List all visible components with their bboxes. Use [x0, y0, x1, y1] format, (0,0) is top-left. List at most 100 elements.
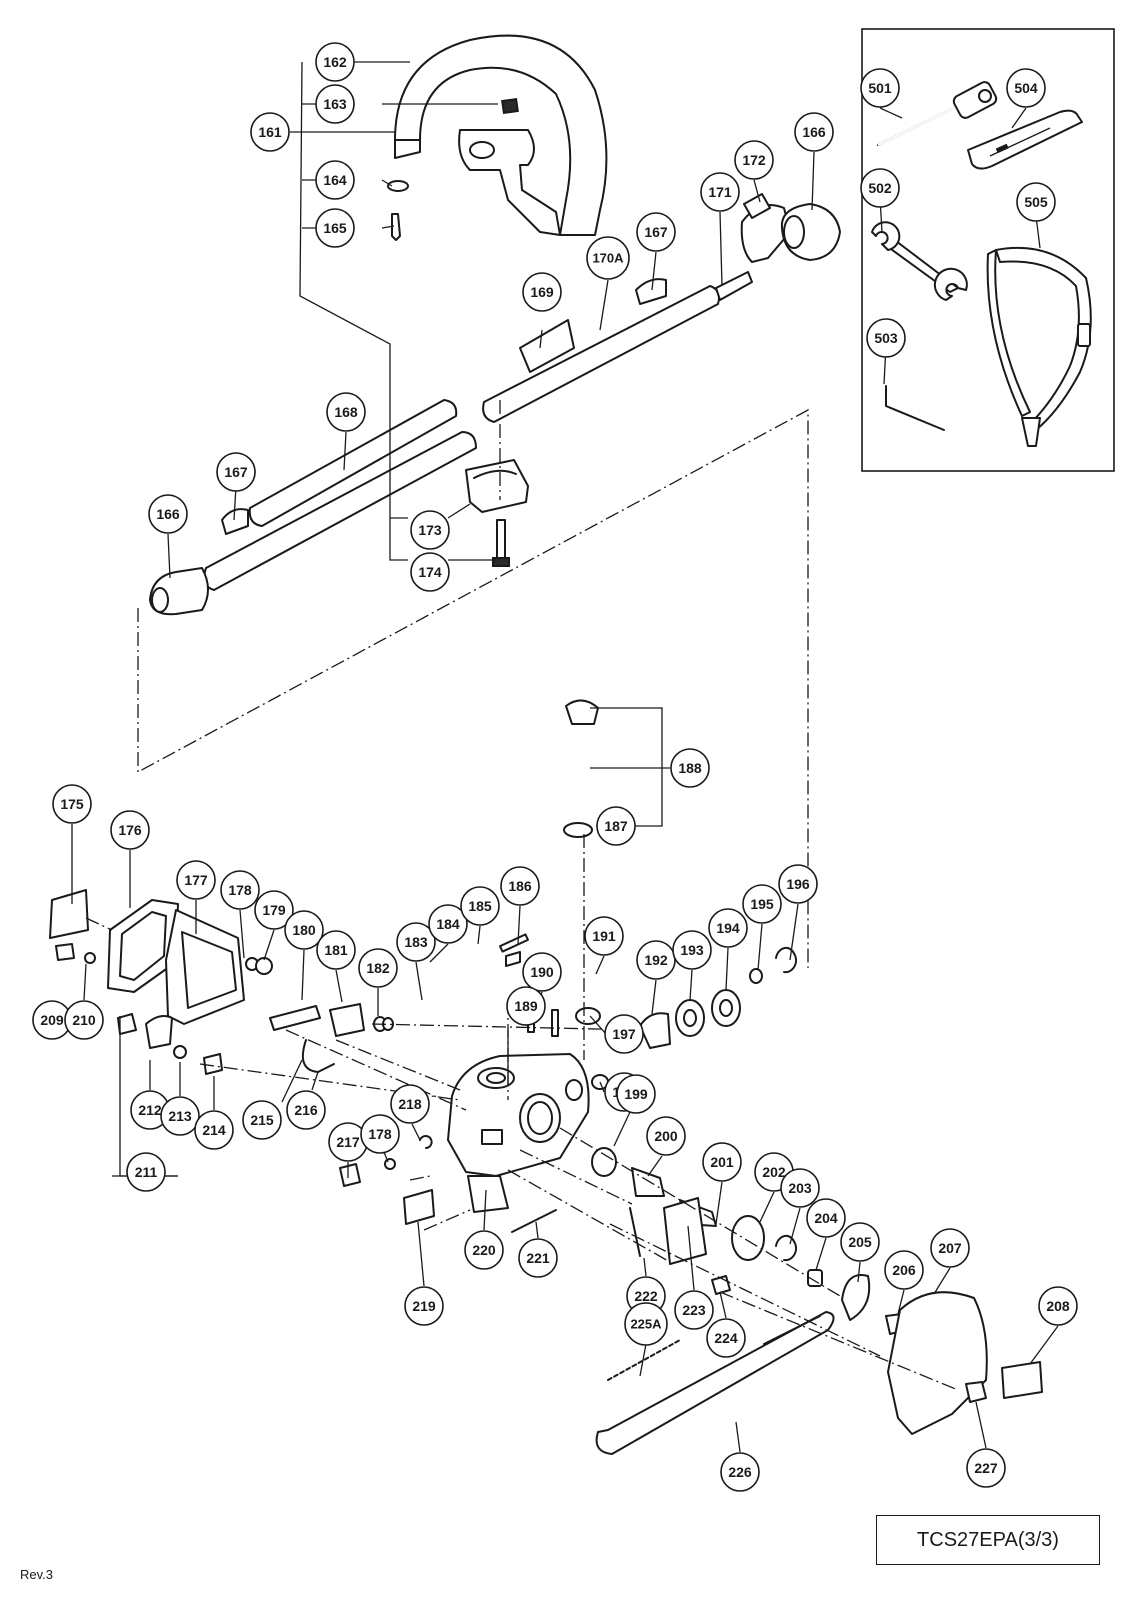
callout-199: 199 [616, 1074, 656, 1114]
callout-186: 186 [500, 866, 540, 906]
svg-text:178: 178 [368, 1126, 392, 1142]
svg-text:175: 175 [60, 796, 84, 812]
lower-shaft-drawing [149, 399, 477, 616]
svg-text:224: 224 [714, 1330, 738, 1346]
svg-text:199: 199 [624, 1086, 648, 1102]
svg-text:208: 208 [1046, 1298, 1070, 1314]
svg-text:165: 165 [323, 220, 347, 236]
callout-178-lower: 178 [360, 1114, 400, 1154]
callout-162: 162 [315, 42, 355, 82]
svg-text:176: 176 [118, 822, 142, 838]
svg-text:191: 191 [592, 928, 616, 944]
svg-text:502: 502 [868, 180, 892, 196]
svg-text:186: 186 [508, 878, 532, 894]
svg-text:205: 205 [848, 1234, 872, 1250]
svg-text:215: 215 [250, 1112, 274, 1128]
svg-text:220: 220 [472, 1242, 496, 1258]
callout-184: 184 [428, 904, 468, 944]
svg-text:202: 202 [762, 1164, 786, 1180]
svg-text:219: 219 [412, 1298, 436, 1314]
callout-172: 172 [734, 140, 774, 180]
svg-text:211: 211 [135, 1164, 158, 1180]
svg-text:197: 197 [612, 1026, 636, 1042]
svg-text:221: 221 [526, 1250, 550, 1266]
svg-text:217: 217 [336, 1134, 360, 1150]
svg-text:226: 226 [728, 1464, 752, 1480]
callout-166-lower: 166 [148, 494, 188, 534]
sprocket-cover-drawing [887, 1291, 1043, 1435]
callout-167: 167 [636, 212, 676, 252]
model-label: TCS27EPA(3/3) [876, 1515, 1100, 1565]
callout-224: 224 [706, 1318, 746, 1358]
callout-167-lower: 167 [216, 452, 256, 492]
svg-text:172: 172 [742, 152, 766, 168]
callout-208: 208 [1038, 1286, 1078, 1326]
callout-210: 210 [64, 1000, 104, 1040]
callout-503: 503 [866, 318, 906, 358]
callout-165: 165 [315, 208, 355, 248]
svg-text:166: 166 [156, 506, 180, 522]
callout-203: 203 [780, 1168, 820, 1208]
svg-text:209: 209 [40, 1012, 64, 1028]
callout-504: 504 [1006, 68, 1046, 108]
svg-text:169: 169 [530, 284, 554, 300]
leader-lines [71, 61, 1059, 1453]
callout-205: 205 [840, 1222, 880, 1262]
sprocket-bearings-drawing [575, 947, 907, 1335]
callout-188: 188 [670, 748, 710, 788]
callout-181: 181 [316, 930, 356, 970]
assembly-lines [85, 400, 959, 1391]
callout-204: 204 [806, 1198, 846, 1238]
callout-216: 216 [286, 1090, 326, 1130]
svg-text:185: 185 [468, 898, 492, 914]
handle-clamp-drawing [465, 459, 529, 567]
callout-175: 175 [52, 784, 92, 824]
svg-text:181: 181 [324, 942, 348, 958]
box-wrench-drawing [877, 81, 998, 146]
svg-text:218: 218 [398, 1096, 422, 1112]
callout-164: 164 [315, 160, 355, 200]
callout-214: 214 [194, 1110, 234, 1150]
callout-161: 161 [250, 112, 290, 152]
svg-text:227: 227 [974, 1460, 998, 1476]
svg-text:195: 195 [750, 896, 774, 912]
callout-505: 505 [1016, 182, 1056, 222]
callout-195: 195 [742, 884, 782, 924]
callout-200: 200 [646, 1116, 686, 1156]
svg-text:182: 182 [366, 960, 390, 976]
callout-191: 191 [584, 916, 624, 956]
callout-193: 193 [672, 930, 712, 970]
guide-bar-drawing [595, 1197, 835, 1455]
svg-text:193: 193 [680, 942, 704, 958]
callout-227: 227 [966, 1448, 1006, 1488]
callout-194: 194 [708, 908, 748, 948]
callout-176: 176 [110, 810, 150, 850]
callout-213: 213 [160, 1096, 200, 1136]
svg-text:225A: 225A [630, 1317, 662, 1332]
svg-text:216: 216 [294, 1102, 318, 1118]
svg-text:161: 161 [258, 124, 282, 140]
spanner-drawing [871, 221, 968, 301]
callout-196: 196 [778, 864, 818, 904]
svg-text:170A: 170A [592, 251, 624, 266]
callout-171: 171 [700, 172, 740, 212]
svg-text:223: 223 [682, 1302, 706, 1318]
callout-163: 163 [315, 84, 355, 124]
callout-174: 174 [410, 552, 450, 592]
svg-text:189: 189 [514, 998, 538, 1014]
callout-187: 187 [596, 806, 636, 846]
bar-cover-drawing [967, 109, 1083, 170]
callout-201: 201 [702, 1142, 742, 1182]
callout-502: 502 [860, 168, 900, 208]
svg-text:173: 173 [418, 522, 442, 538]
svg-text:174: 174 [418, 564, 442, 580]
upper-shaft-drawing [482, 193, 841, 423]
svg-text:503: 503 [874, 330, 898, 346]
svg-text:168: 168 [334, 404, 358, 420]
hex-key-drawing [885, 385, 945, 431]
svg-text:210: 210 [72, 1012, 96, 1028]
callout-177: 177 [176, 860, 216, 900]
callout-166: 166 [794, 112, 834, 152]
callout-192: 192 [636, 940, 676, 980]
svg-text:213: 213 [168, 1108, 192, 1124]
